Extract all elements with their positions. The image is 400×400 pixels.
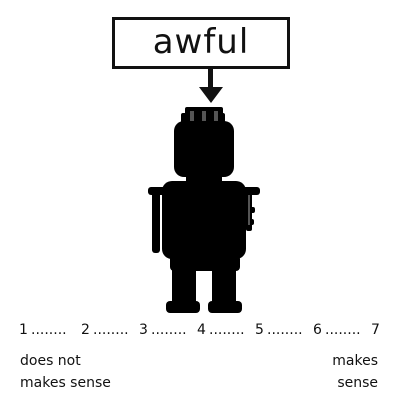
- rating-label-box: awful: [112, 17, 290, 69]
- scale-dots: ........: [267, 322, 303, 338]
- scale-low-anchor: does not makes sense: [20, 350, 111, 394]
- scale-number-2: 2: [81, 322, 90, 338]
- rating-label: awful: [152, 21, 250, 62]
- scale-high-anchor-line2: sense: [337, 375, 378, 391]
- scale-number-1: 1: [19, 322, 28, 338]
- robot-silhouette: [148, 107, 260, 313]
- scale-dots: ........: [31, 322, 67, 338]
- scale-number-3: 3: [139, 322, 148, 338]
- scale-number-6: 6: [313, 322, 322, 338]
- scale-low-anchor-line2: makes sense: [20, 375, 111, 391]
- scale-dots: ........: [325, 322, 361, 338]
- scale-high-anchor: makes sense: [332, 350, 378, 394]
- scale-dots: ........: [93, 322, 129, 338]
- scale-number-5: 5: [255, 322, 264, 338]
- scale-dots: ........: [151, 322, 187, 338]
- down-arrow-icon: [199, 69, 223, 103]
- scale-low-anchor-line1: does not: [20, 353, 81, 369]
- scale-dots: ........: [209, 322, 245, 338]
- scale-number-7: 7: [371, 322, 380, 338]
- scale-number-4: 4: [197, 322, 206, 338]
- rating-scale: 1 ........ 2 ........ 3 ........ 4 .....…: [19, 322, 385, 344]
- scale-high-anchor-line1: makes: [332, 353, 378, 369]
